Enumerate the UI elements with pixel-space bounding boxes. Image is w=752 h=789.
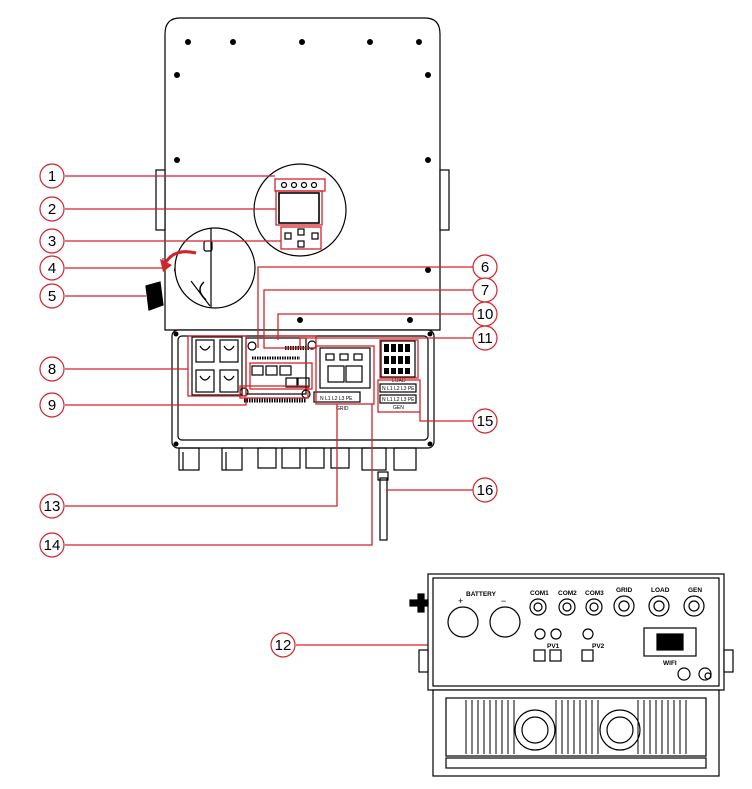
load-pin-labels: N L1 L2 L3 PE	[382, 386, 415, 392]
svg-text:1: 1	[48, 168, 56, 185]
svg-text:6: 6	[481, 259, 489, 276]
svg-text:5: 5	[48, 288, 56, 305]
battery-terminals	[191, 336, 243, 396]
load-label: LOAD	[651, 587, 670, 594]
com3-port	[585, 598, 603, 616]
callout-13: 13	[39, 493, 65, 519]
cooling-fans	[514, 709, 641, 751]
callout-10: 10	[472, 301, 498, 327]
bottom-panel	[427, 573, 725, 691]
heatsink-fins	[465, 700, 687, 754]
gen-pin-labels: N L1 L2 L3 PE	[382, 397, 415, 403]
callout-1: 1	[39, 163, 65, 189]
battery-minus-label: −	[501, 596, 506, 606]
callout-11: 11	[472, 325, 498, 351]
callout-markers: 1 2 3 4 5 6 7 8 9 10 11 12 13 14 15 16	[39, 163, 498, 658]
pv2-label: PV2	[592, 643, 605, 650]
battery-positive-port	[447, 606, 479, 638]
dc-switch	[145, 281, 164, 311]
left-handle	[155, 169, 166, 231]
pv2-connectors	[581, 628, 594, 662]
highlight-bms	[239, 385, 309, 399]
highlight-comm	[263, 335, 317, 349]
grid-label: GRID	[616, 587, 633, 594]
lcd-screen	[278, 192, 320, 224]
com2-label: COM2	[558, 590, 577, 597]
callout-5: 5	[39, 283, 65, 309]
svg-text:16: 16	[477, 482, 494, 499]
inverter-bottom-view	[409, 573, 734, 777]
leader-lines	[65, 175, 526, 646]
svg-text:12: 12	[275, 637, 292, 654]
svg-text:14: 14	[44, 537, 61, 554]
svg-text:13: 13	[44, 498, 61, 515]
svg-text:2: 2	[48, 201, 56, 218]
wifi-label: WIFI	[663, 660, 677, 667]
com1-port	[529, 598, 547, 616]
right-handle	[439, 169, 450, 231]
callout-7: 7	[472, 277, 498, 303]
svg-text:9: 9	[48, 397, 56, 414]
com3-label: COM3	[585, 590, 604, 597]
highlight-grid	[315, 345, 375, 405]
antenna	[379, 477, 388, 541]
rj45-ports	[251, 365, 310, 388]
load-gen-terminals	[380, 340, 416, 378]
svg-text:8: 8	[48, 361, 56, 378]
display-panel-circle	[253, 163, 347, 257]
inverter-front-view	[145, 17, 450, 541]
com1-label: COM1	[530, 590, 549, 597]
highlight-lcd	[275, 190, 323, 226]
highlight-rj45	[249, 362, 313, 390]
callout-3: 3	[39, 228, 65, 254]
svg-text:3: 3	[48, 233, 56, 250]
rotate-arrow	[164, 250, 197, 263]
highlight-loadgen-labels	[377, 379, 421, 413]
svg-text:11: 11	[477, 330, 493, 347]
pv1-label: PV1	[547, 643, 560, 650]
svg-text:15: 15	[477, 413, 494, 430]
callout-4: 4	[39, 255, 65, 281]
grid-terminal-label: GRID	[336, 406, 349, 412]
dc-switch-detail-circle	[174, 227, 256, 309]
callout-15: 15	[472, 408, 498, 434]
battery-negative-port	[489, 606, 521, 638]
callout-2: 2	[39, 196, 65, 222]
callout-9: 9	[39, 392, 65, 418]
bottom-labels: BATTERY + − COM1 COM2 COM3 GRID LOAD GEN…	[458, 587, 702, 667]
gen-port	[683, 595, 705, 617]
gen-terminal-label: GEN	[393, 405, 404, 411]
load-terminal-label: LOAD	[392, 378, 406, 384]
bottom-dc-switch	[409, 593, 429, 613]
callout-6: 6	[472, 254, 498, 280]
indicator-leds	[280, 181, 318, 189]
svg-text:4: 4	[48, 260, 56, 277]
grid-breaker	[319, 347, 371, 389]
highlight-battery	[187, 335, 247, 397]
load-port	[648, 595, 670, 617]
highlight-loadgen	[379, 339, 419, 379]
heatsink	[432, 689, 720, 777]
highlight-buttons	[280, 226, 322, 250]
battery-label: BATTERY	[466, 591, 497, 598]
function-buttons	[284, 228, 319, 248]
callout-12: 12	[270, 632, 296, 658]
cable-glands	[178, 447, 417, 471]
cover-screws	[174, 39, 431, 323]
pv1-connectors	[533, 628, 562, 662]
callout-8: 8	[39, 356, 65, 382]
svg-text:10: 10	[477, 306, 494, 323]
wifi-module	[643, 627, 697, 657]
svg-text:7: 7	[481, 282, 489, 299]
callout-14: 14	[39, 532, 65, 558]
grid-port	[613, 595, 635, 617]
com2-port	[558, 598, 576, 616]
gen-label: GEN	[688, 587, 702, 594]
grid-pin-labels: N L1 L2 L3 PE	[320, 396, 353, 402]
battery-plus-label: +	[458, 596, 463, 606]
callout-16: 16	[472, 477, 498, 503]
